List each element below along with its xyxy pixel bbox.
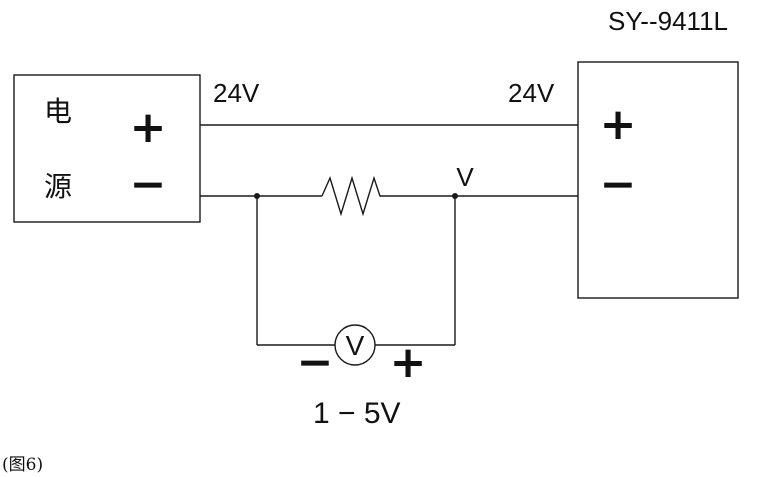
device-title: SY--9411L bbox=[608, 6, 728, 36]
power-supply-label-top: 电 bbox=[44, 95, 72, 128]
voltmeter-range: 1 − 5V bbox=[313, 397, 401, 430]
left-voltage-label: 24V bbox=[213, 78, 260, 108]
voltmeter-icon bbox=[334, 324, 376, 366]
voltmeter-plus: + bbox=[390, 337, 427, 388]
device-plus: + bbox=[600, 99, 637, 150]
figure-caption: (图6) bbox=[2, 455, 43, 475]
power-supply-label-bottom: 源 bbox=[44, 170, 72, 203]
resistor bbox=[321, 175, 385, 217]
device-box bbox=[577, 61, 739, 299]
voltmeter-minus: − bbox=[297, 337, 334, 388]
device-minus: − bbox=[600, 159, 637, 210]
right-voltage-label: 24V bbox=[508, 78, 555, 108]
voltmeter-symbol: V bbox=[346, 330, 365, 361]
power-supply-minus: − bbox=[130, 159, 167, 210]
power-supply-box bbox=[13, 74, 201, 223]
node-voltage-label: V bbox=[456, 162, 474, 192]
power-supply-plus: + bbox=[130, 102, 167, 153]
